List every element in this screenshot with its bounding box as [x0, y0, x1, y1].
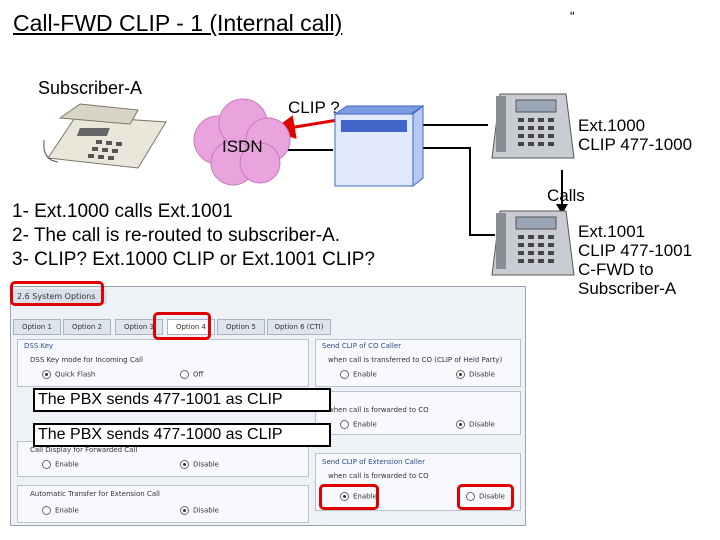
tab-option-2[interactable]: Option 2: [63, 319, 111, 335]
right-group-extension: Send CLIP of Extension Caller when call …: [315, 453, 521, 511]
highlight-option4-tab: [153, 312, 211, 340]
radio-icon: [456, 420, 465, 429]
right-group-co-forward-option: when call is forwarded to CO: [328, 406, 429, 414]
radio-icon: [180, 370, 189, 379]
callout-477-1000: The PBX sends 477-1000 as CLIP: [33, 423, 331, 447]
system-options-title: 2.6 System Options: [13, 289, 107, 304]
left-group-forward: Call Display for Forwarded Call Enable D…: [17, 441, 309, 477]
clip-question-label: CLIP ?: [288, 98, 340, 117]
right-group-co-transfer-option: when call is transferred to CO (CLIP of …: [328, 356, 503, 364]
left-group-dss-option: DSS Key mode for Incoming Call: [30, 356, 143, 364]
left-transfer-choice-b[interactable]: Disable: [180, 506, 219, 515]
step-2: 2- The call is re-routed to subscriber-A…: [12, 225, 341, 246]
ext1001-clip: CLIP 477-1001: [578, 241, 693, 260]
radio-icon: [42, 506, 51, 515]
left-forward-choice-a[interactable]: Enable: [42, 460, 79, 469]
tab-option-3[interactable]: Option 3: [115, 319, 163, 335]
right-group-co-transfer: Send CLIP of CO Caller when call is tran…: [315, 339, 521, 387]
radio-icon: [180, 506, 189, 515]
tab-option-6[interactable]: Option 6 (CTI): [267, 319, 331, 335]
radio-icon: [340, 420, 349, 429]
highlight-system-options: [10, 281, 104, 306]
step-3: 3- CLIP? Ext.1000 CLIP or Ext.1001 CLIP?: [12, 249, 375, 270]
step-1: 1- Ext.1000 calls Ext.1001: [12, 201, 233, 222]
radio-icon: [340, 492, 349, 501]
isdn-cloud-icon: [193, 98, 291, 186]
steps-list: 1- Ext.1000 calls Ext.1001 2- The call i…: [12, 200, 375, 272]
ext1000-phone-icon: [491, 93, 575, 159]
ext1001-phone-icon: [491, 210, 575, 276]
tab-option-1[interactable]: Option 1: [13, 319, 61, 335]
subscriber-a-label: Subscriber-A: [38, 78, 143, 98]
tab-option-5[interactable]: Option 5: [217, 319, 265, 335]
right-co-forward-choice-b[interactable]: Disable: [456, 420, 495, 429]
ext1001-number: Ext.1001: [578, 222, 646, 241]
radio-icon: [466, 492, 475, 501]
left-group-dss-header: DSS Key: [24, 342, 54, 350]
ext1001-label: Ext.1001 CLIP 477-1001 C-FWD to Subscrib…: [578, 222, 692, 298]
slide-title: Call-FWD CLIP - 1 (Internal call): [13, 10, 343, 36]
isdn-label: ISDN: [222, 137, 263, 156]
left-group-transfer-option: Automatic Transfer for Extension Call: [30, 490, 161, 498]
tab-option-4[interactable]: Option 4: [167, 319, 215, 335]
radio-icon: [340, 370, 349, 379]
callout-477-1001: The PBX sends 477-1001 as CLIP: [33, 388, 331, 412]
desk-phone-icon: [43, 103, 167, 169]
right-group-ext-option: when call is forwarded to CO: [328, 472, 429, 480]
calls-label: Calls: [547, 186, 585, 205]
left-dss-choice-b[interactable]: Off: [180, 370, 203, 379]
right-ext-choice-b[interactable]: Disable: [466, 492, 505, 501]
ext1001-cfwd: C-FWD to: [578, 260, 654, 279]
right-co-forward-choice-a[interactable]: Enable: [340, 420, 377, 429]
right-ext-choice-a[interactable]: Enable: [340, 492, 377, 501]
right-group-co-forward: when call is forwarded to CO Enable Disa…: [315, 391, 521, 435]
pbx-icon: [333, 104, 425, 188]
highlight-enable: [319, 484, 379, 510]
right-co-transfer-choice-a[interactable]: Enable: [340, 370, 377, 379]
left-dss-choice-a[interactable]: Quick Flash: [42, 370, 95, 379]
left-group-transfer: Automatic Transfer for Extension Call En…: [17, 485, 309, 523]
ext1000-clip: CLIP 477-1000: [578, 135, 693, 154]
left-transfer-choice-a[interactable]: Enable: [42, 506, 79, 515]
ext1001-target: Subscriber-A: [578, 279, 677, 298]
radio-icon: [180, 460, 189, 469]
ext1000-number: Ext.1000: [578, 116, 646, 135]
left-group-dss: DSS Key DSS Key mode for Incoming Call Q…: [17, 339, 309, 387]
left-forward-choice-b[interactable]: Disable: [180, 460, 219, 469]
radio-icon: [456, 370, 465, 379]
line-ext1001-pbx: [420, 147, 495, 236]
right-group-ext-header: Send CLIP of Extension Caller: [322, 458, 425, 466]
ext1000-label: Ext.1000 CLIP 477-1000: [578, 116, 692, 154]
radio-icon: [42, 460, 51, 469]
right-co-transfer-choice-b[interactable]: Disable: [456, 370, 495, 379]
right-group-co-header: Send CLIP of CO Caller: [322, 342, 401, 350]
highlight-disable: [457, 484, 514, 510]
left-group-forward-option: Call Display for Forwarded Call: [30, 446, 138, 454]
radio-icon: [42, 370, 51, 379]
quote-mark: “: [570, 8, 575, 24]
